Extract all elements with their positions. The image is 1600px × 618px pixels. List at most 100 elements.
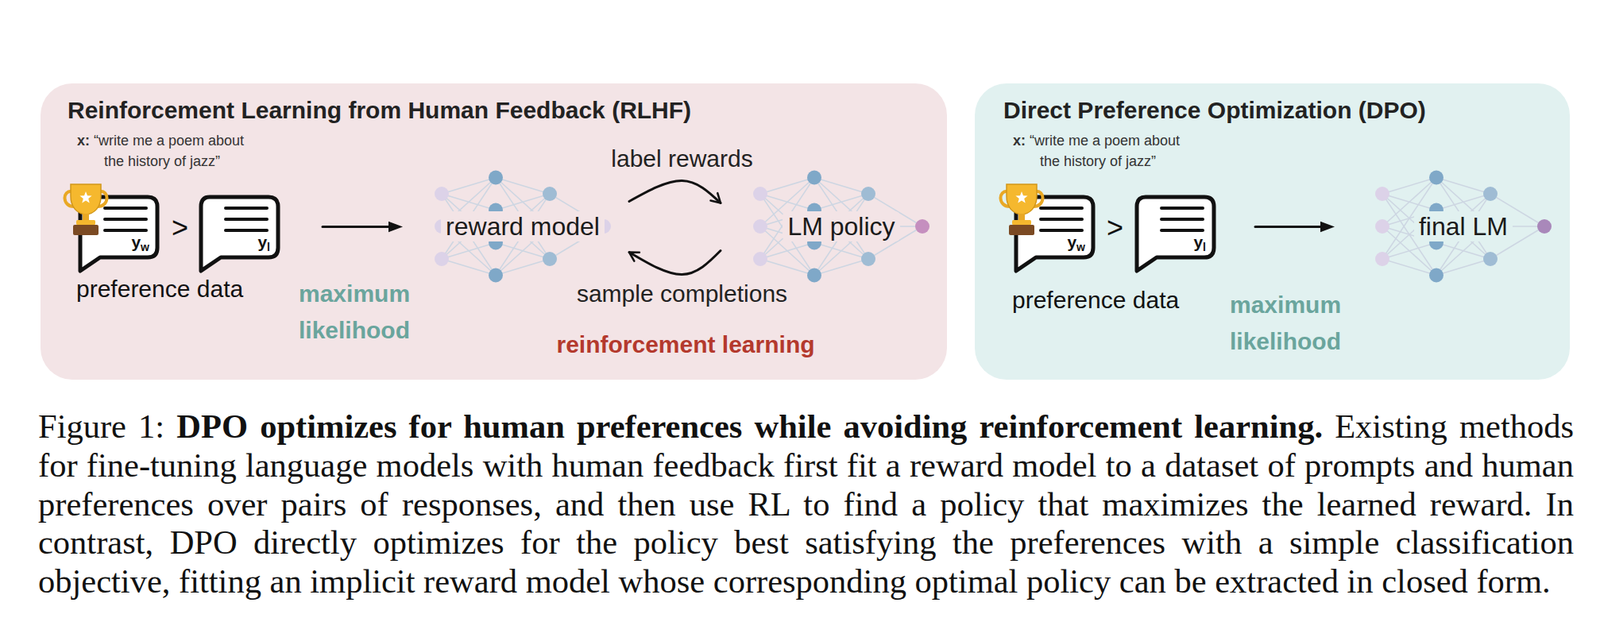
node-label: preference data: [76, 274, 244, 304]
bubble-outline: [1136, 197, 1214, 271]
response-symbol: y: [1066, 232, 1077, 252]
text-line: [104, 217, 147, 221]
network-link: [814, 177, 869, 195]
prompt-body: “write me a poem about the history of ja…: [89, 132, 244, 170]
node-label: reward model: [440, 211, 605, 242]
panel-title: Direct Preference Optimization (DPO): [1003, 96, 1427, 125]
network-link: [1436, 193, 1491, 211]
response-subscript: w: [1076, 240, 1086, 254]
prompt-variable: x:: [77, 132, 90, 149]
bubble-outline: [80, 197, 158, 271]
edge-label: label rewards: [610, 143, 753, 174]
network-link: [1382, 177, 1437, 195]
network-link: [495, 193, 550, 211]
network-link: [441, 243, 496, 260]
final-lm: final LM: [1374, 169, 1553, 285]
network-unit: [1375, 251, 1390, 267]
training-arrow: [322, 225, 396, 229]
network-link: [814, 258, 869, 276]
network-link: [760, 177, 815, 195]
text-line: [1161, 206, 1203, 210]
text-line: [104, 206, 147, 210]
network-unit: [915, 219, 930, 234]
edge-label: maximum likelihood: [1229, 286, 1342, 360]
network-unit: [542, 251, 557, 267]
network-unit: [753, 251, 768, 267]
reward-model: reward model: [433, 169, 612, 285]
network-unit: [1537, 219, 1552, 234]
network-link: [814, 193, 869, 211]
preference-sign: >: [171, 212, 189, 244]
bubble-outline: [200, 197, 279, 271]
text-line: [1161, 217, 1203, 221]
response-label: yl: [1193, 233, 1206, 256]
network-link: [441, 177, 496, 195]
network-unit: [1375, 186, 1390, 201]
prompt-variable: x:: [1012, 132, 1026, 149]
network-unit: [1483, 186, 1498, 201]
network-link: [760, 258, 815, 276]
network-link: [495, 177, 550, 195]
network-link: [1382, 243, 1437, 260]
method-label: reinforcement learning: [556, 329, 815, 360]
network-link: [1382, 258, 1437, 276]
edge-label: sample completions: [576, 278, 788, 310]
text-line: [1161, 228, 1203, 232]
lm-policy: LM policy: [752, 169, 931, 285]
network-link: [441, 258, 496, 276]
response-symbol: y: [257, 232, 267, 252]
network-unit: [807, 268, 822, 283]
speech-bubble: [197, 193, 282, 274]
network-link: [1436, 177, 1491, 195]
network-unit: [1429, 268, 1444, 283]
network-unit: [753, 186, 768, 201]
network-link: [1436, 258, 1491, 276]
prompt-text: x: “write me a poem about the history of…: [1012, 130, 1193, 172]
text-line: [225, 217, 267, 221]
response-label: yw: [131, 233, 150, 256]
text-line: [225, 228, 267, 232]
training-arrow: [1255, 225, 1328, 229]
caption-headline: DPO optimizes for human preferences whil…: [164, 407, 1323, 445]
response-bubble: yl: [1132, 193, 1218, 274]
network-unit: [1483, 251, 1498, 267]
node-label: final LM: [1414, 211, 1513, 242]
node-label: preference data: [1012, 285, 1179, 315]
trophy-icon: [997, 180, 1047, 237]
loop-arrow: [629, 180, 721, 203]
caption-number: Figure 1:: [38, 407, 165, 445]
response-bubble: yl: [197, 193, 282, 274]
panel-title: Reinforcement Learning from Human Feedba…: [67, 96, 692, 125]
text-line: [1040, 206, 1083, 210]
network-unit: [861, 251, 876, 267]
network-unit: [488, 170, 503, 186]
network-link: [495, 258, 550, 276]
node-label: LM policy: [782, 211, 900, 242]
response-symbol: y: [1193, 232, 1203, 252]
prompt-text: x: “write me a poem about the history of…: [77, 130, 257, 172]
speech-bubble: [1132, 193, 1218, 274]
preference-sign: >: [1106, 212, 1124, 244]
text-line: [225, 206, 267, 210]
response-subscript: w: [140, 240, 150, 254]
network-unit: [434, 186, 449, 201]
trophy-icon: [61, 180, 111, 237]
network-unit: [1375, 219, 1390, 234]
prompt-body: “write me a poem about the history of ja…: [1025, 132, 1180, 170]
response-subscript: l: [1202, 240, 1206, 254]
network-unit: [861, 186, 876, 201]
text-line: [1040, 217, 1083, 221]
response-symbol: y: [131, 232, 141, 252]
network-unit: [1429, 170, 1444, 186]
network-unit: [542, 186, 557, 201]
response-label: yw: [1066, 233, 1086, 256]
network-unit: [807, 170, 822, 186]
network-link: [760, 243, 815, 260]
text-line: [104, 228, 147, 232]
network-unit: [488, 268, 503, 283]
network-unit: [434, 251, 449, 267]
loop-arrow: [629, 251, 721, 275]
text-line: [1040, 228, 1083, 232]
response-label: yl: [257, 233, 271, 256]
bubble-outline: [1016, 197, 1094, 271]
